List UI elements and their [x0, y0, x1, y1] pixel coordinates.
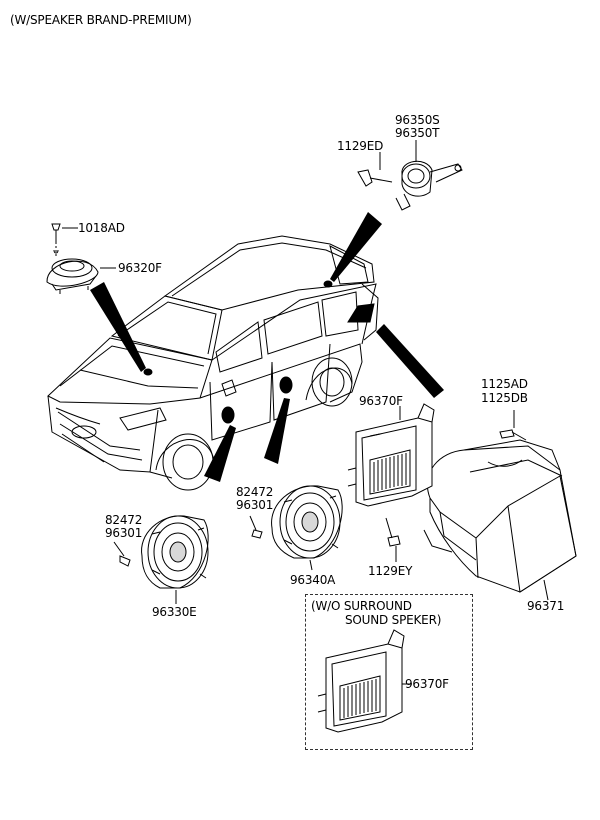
part-label-96301-rear: 96301 [236, 498, 274, 512]
tweeter-96320f [46, 223, 116, 294]
part-label-1129ey: 1129EY [368, 564, 413, 578]
variant-callout-box [305, 594, 473, 750]
part-label-96350t: 96350T [395, 126, 440, 140]
leader-wedges [90, 212, 444, 482]
variant-label-line2: SOUND SPEKER) [345, 613, 442, 627]
part-label-1129ed: 1129ED [337, 139, 384, 153]
amplifier-96370f-main [347, 403, 435, 562]
part-label-1125db: 1125DB [481, 391, 528, 405]
part-label-96301-front: 96301 [105, 526, 143, 540]
part-label-1018ad: 1018AD [78, 221, 125, 235]
speaker-96350s [357, 140, 463, 211]
part-label-96340a: 96340A [290, 573, 336, 587]
amplifier-96370f-variant [317, 629, 412, 733]
part-label-96330e: 96330E [152, 605, 197, 619]
part-label-96370f: 96370F [359, 394, 403, 408]
part-label-82472-rear: 82472 [236, 485, 274, 499]
diagram-title: (W/SPEAKER BRAND-PREMIUM) [10, 13, 192, 27]
speaker-96340a [249, 485, 343, 571]
part-label-96370f-variant: 96370F [405, 677, 449, 691]
part-label-1125ad: 1125AD [481, 377, 528, 391]
part-label-96320f: 96320F [118, 261, 162, 275]
vehicle-illustration [47, 235, 379, 491]
subwoofer-96371 [423, 410, 577, 601]
part-label-82472-front: 82472 [105, 513, 143, 527]
variant-label-line1: (W/O SURROUND [311, 599, 412, 613]
part-label-96350s: 96350S [395, 113, 440, 127]
part-label-96371: 96371 [527, 599, 565, 613]
speaker-96330e [113, 515, 209, 604]
